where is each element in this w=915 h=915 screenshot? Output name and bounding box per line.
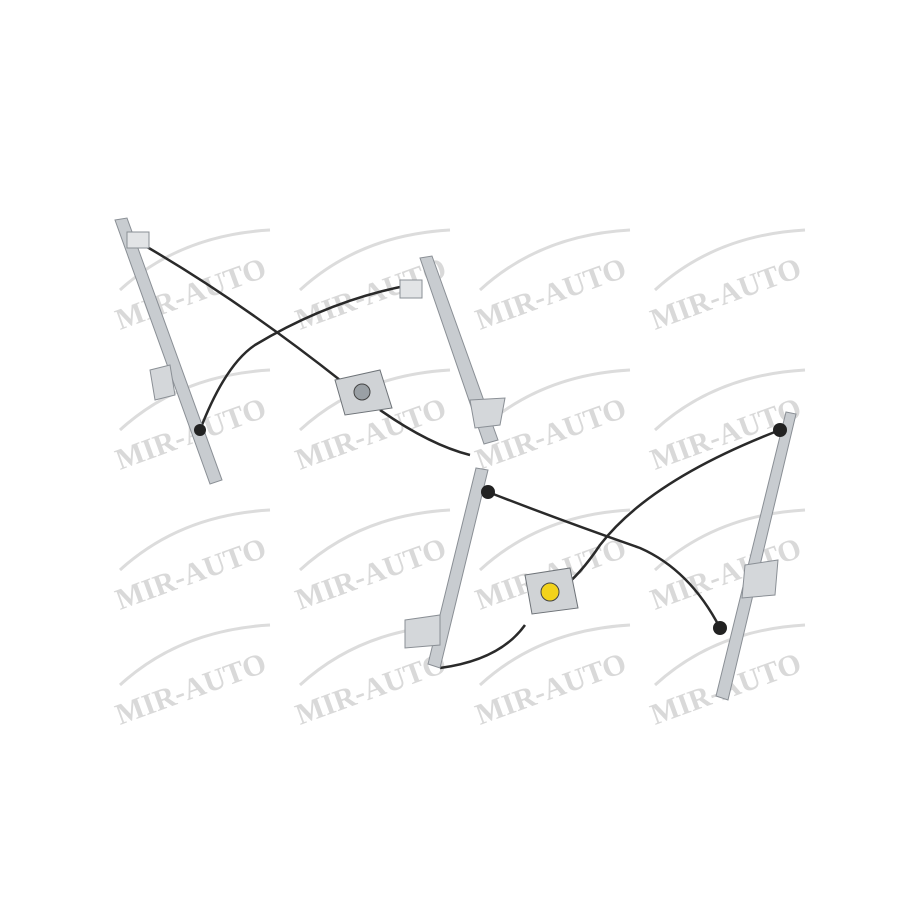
cable (559, 428, 781, 591)
rail-right (419, 255, 499, 445)
watermark-text: MIR-AUTO (471, 252, 631, 337)
bracket (741, 559, 779, 599)
rail-left (114, 217, 223, 485)
regulator-lower (404, 411, 797, 701)
pulley (773, 423, 787, 437)
bracket (469, 397, 506, 429)
bracket (149, 364, 176, 401)
watermark-car-outline (298, 228, 451, 292)
watermark-car-outline (653, 623, 806, 687)
watermark-text: MIR-AUTO (291, 532, 451, 617)
watermark-car-outline (118, 623, 271, 687)
watermark-text: MIR-AUTO (111, 647, 271, 732)
cable (439, 624, 527, 670)
watermark-car-outline (118, 228, 271, 292)
watermark-car-outline (653, 228, 806, 292)
watermark-text: MIR-AUTO (646, 532, 806, 617)
watermark-text: MIR-AUTO (471, 647, 631, 732)
watermark-text: MIR-AUTO (646, 252, 806, 337)
motor-hub (353, 383, 371, 401)
rail-left (427, 467, 489, 669)
cable (379, 408, 471, 457)
cable (134, 238, 351, 389)
rail-right (715, 411, 797, 701)
watermark-text: MIR-AUTO (291, 647, 451, 732)
pulley (713, 621, 727, 635)
regulator-upper (114, 217, 506, 485)
watermark-text: MIR-AUTO (111, 532, 271, 617)
bracket (404, 614, 441, 649)
cable (487, 490, 722, 629)
motor-hub (540, 582, 560, 602)
watermark-car-outline (653, 368, 806, 432)
slider (399, 279, 423, 299)
slider (126, 231, 150, 249)
watermark-car-outline (118, 508, 271, 572)
watermark-car-outline (478, 623, 631, 687)
watermark-car-outline (298, 508, 451, 572)
watermark-car-outline (478, 508, 631, 572)
watermark-car-outline (478, 228, 631, 292)
cable (198, 283, 411, 431)
pulley (481, 485, 495, 499)
pulley (194, 424, 206, 436)
watermark-car-outline (653, 508, 806, 572)
